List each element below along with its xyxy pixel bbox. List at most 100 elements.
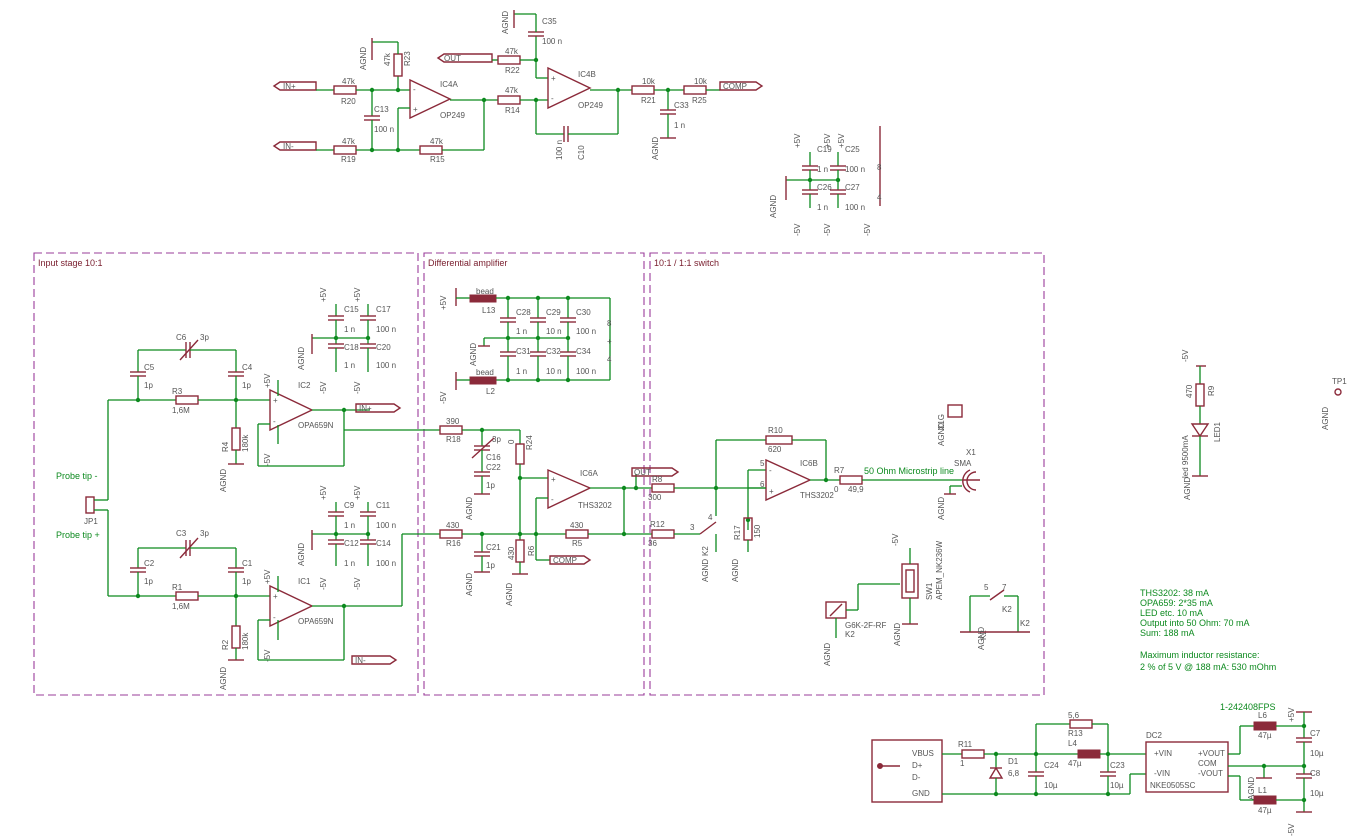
svg-text:C30: C30 bbox=[576, 308, 591, 317]
svg-text:K2: K2 bbox=[979, 630, 988, 640]
svg-text:R1: R1 bbox=[172, 583, 183, 592]
svg-text:GND: GND bbox=[912, 789, 930, 798]
svg-text:-: - bbox=[413, 85, 416, 94]
svg-text:180k: 180k bbox=[241, 434, 250, 452]
net-label-out: OUT bbox=[634, 468, 651, 477]
svg-text:R6: R6 bbox=[527, 545, 536, 556]
svg-text:AGND: AGND bbox=[823, 643, 832, 666]
svg-text:1 n: 1 n bbox=[344, 559, 355, 568]
svg-text:IC4A: IC4A bbox=[440, 80, 458, 89]
resistor-r10 bbox=[765, 435, 793, 445]
svg-text:+: + bbox=[769, 487, 774, 496]
svg-text:8: 8 bbox=[877, 163, 882, 172]
svg-text:AGND: AGND bbox=[219, 469, 228, 492]
svg-text:R15: R15 bbox=[430, 155, 445, 164]
svg-text:SMA: SMA bbox=[954, 459, 972, 468]
svg-text:-5V: -5V bbox=[1287, 823, 1296, 836]
svg-text:10µ: 10µ bbox=[1044, 781, 1058, 790]
resistor-r18 bbox=[439, 425, 463, 435]
svg-text:AGND: AGND bbox=[701, 559, 710, 582]
svg-text:K2: K2 bbox=[701, 546, 710, 556]
switch-sw1[interactable] bbox=[901, 563, 919, 599]
svg-text:100 n: 100 n bbox=[376, 559, 396, 568]
svg-text:C11: C11 bbox=[376, 501, 391, 510]
svg-text:OPA659N: OPA659N bbox=[298, 421, 334, 430]
svg-text:C25: C25 bbox=[845, 145, 860, 154]
svg-text:1p: 1p bbox=[486, 561, 495, 570]
resistor-r2 bbox=[231, 625, 241, 649]
svg-text:4: 4 bbox=[877, 193, 882, 202]
mount-x1g bbox=[947, 404, 963, 418]
svg-text:AGND: AGND bbox=[1183, 477, 1192, 500]
svg-text:Output into 50 Ohm: 70 mA: Output into 50 Ohm: 70 mA bbox=[1140, 618, 1250, 628]
svg-text:C32: C32 bbox=[546, 347, 561, 356]
svg-text:-5V: -5V bbox=[353, 381, 362, 394]
resistor-r23 bbox=[393, 53, 403, 77]
svg-text:-5V: -5V bbox=[263, 649, 272, 662]
differential-amplifier: +5V bead L13 C28 1 n C29 10 n C30 100 n bbox=[439, 287, 680, 606]
svg-text:AGND: AGND bbox=[297, 347, 306, 370]
svg-text:-5V: -5V bbox=[823, 223, 832, 236]
resistor-r5 bbox=[565, 529, 589, 539]
svg-text:1p: 1p bbox=[242, 577, 251, 586]
svg-text:430: 430 bbox=[570, 521, 584, 530]
opamp-ic2 bbox=[269, 388, 314, 432]
svg-text:6,8: 6,8 bbox=[1008, 769, 1020, 778]
svg-text:DC2: DC2 bbox=[1146, 731, 1163, 740]
svg-text:-: - bbox=[273, 613, 276, 622]
svg-text:C15: C15 bbox=[344, 305, 359, 314]
resistor-r11 bbox=[961, 749, 985, 759]
svg-text:C2: C2 bbox=[144, 559, 155, 568]
label-microstrip: 50 Ohm Microstrip line bbox=[864, 466, 954, 476]
svg-text:+: + bbox=[273, 396, 278, 405]
svg-text:47k: 47k bbox=[342, 77, 356, 86]
svg-text:100 n: 100 n bbox=[576, 367, 596, 376]
svg-text:+VOUT: +VOUT bbox=[1198, 749, 1225, 758]
resistor-r24 bbox=[515, 443, 525, 465]
svg-text:-: - bbox=[551, 94, 554, 103]
svg-text:C6: C6 bbox=[176, 333, 187, 342]
resistor-r1 bbox=[175, 591, 199, 601]
svg-text:K2: K2 bbox=[1020, 619, 1030, 628]
svg-text:IC6A: IC6A bbox=[580, 469, 598, 478]
svg-text:+5V: +5V bbox=[319, 485, 328, 500]
svg-text:AGND: AGND bbox=[1321, 407, 1330, 430]
svg-text:R7: R7 bbox=[834, 466, 845, 475]
frame-input-stage bbox=[33, 252, 419, 696]
svg-text:100 n: 100 n bbox=[542, 37, 562, 46]
svg-text:+5V: +5V bbox=[319, 287, 328, 302]
svg-text:-5V: -5V bbox=[793, 223, 802, 236]
svg-text:+: + bbox=[551, 74, 556, 83]
svg-text:AGND: AGND bbox=[937, 423, 946, 446]
svg-text:-5V: -5V bbox=[439, 391, 448, 404]
resistor-r8 bbox=[651, 483, 675, 493]
inductor-l4 bbox=[1077, 749, 1101, 759]
opamp-ic4b bbox=[547, 66, 592, 110]
resistor-r16 bbox=[439, 529, 463, 539]
svg-text:+5V: +5V bbox=[793, 133, 802, 148]
svg-text:C7: C7 bbox=[1310, 729, 1321, 738]
comp-amplifier: IN+ IN- 47k R20 47k R19 C13 100 n R23 47… bbox=[272, 10, 764, 164]
svg-text:C33: C33 bbox=[674, 101, 689, 110]
svg-text:THS3202: THS3202 bbox=[800, 491, 834, 500]
resistor-r20 bbox=[333, 85, 357, 95]
dcdc-converter-dc2 bbox=[1145, 741, 1229, 793]
svg-text:100 n: 100 n bbox=[376, 325, 396, 334]
test-point-tp1[interactable] bbox=[1334, 388, 1342, 396]
svg-text:AGND: AGND bbox=[1247, 777, 1256, 800]
svg-text:Sum: 188 mA: Sum: 188 mA bbox=[1140, 628, 1195, 638]
svg-text:C28: C28 bbox=[516, 308, 531, 317]
svg-text:L4: L4 bbox=[1068, 739, 1077, 748]
section-diff-amp: Differential amplifier bbox=[428, 258, 507, 268]
svg-text:+: + bbox=[273, 592, 278, 601]
svg-text:C17: C17 bbox=[376, 305, 391, 314]
svg-text:THS3202: 38 mA: THS3202: 38 mA bbox=[1140, 588, 1209, 598]
svg-text:-: - bbox=[273, 417, 276, 426]
svg-text:2 % of 5 V @ 188 mA: 530 mOhm: 2 % of 5 V @ 188 mA: 530 mOhm bbox=[1140, 662, 1276, 672]
svg-text:1 n: 1 n bbox=[344, 521, 355, 530]
svg-text:R4: R4 bbox=[221, 441, 230, 452]
svg-text:L2: L2 bbox=[486, 387, 495, 396]
svg-text:+5V: +5V bbox=[353, 485, 362, 500]
usb-connector[interactable] bbox=[871, 739, 943, 803]
